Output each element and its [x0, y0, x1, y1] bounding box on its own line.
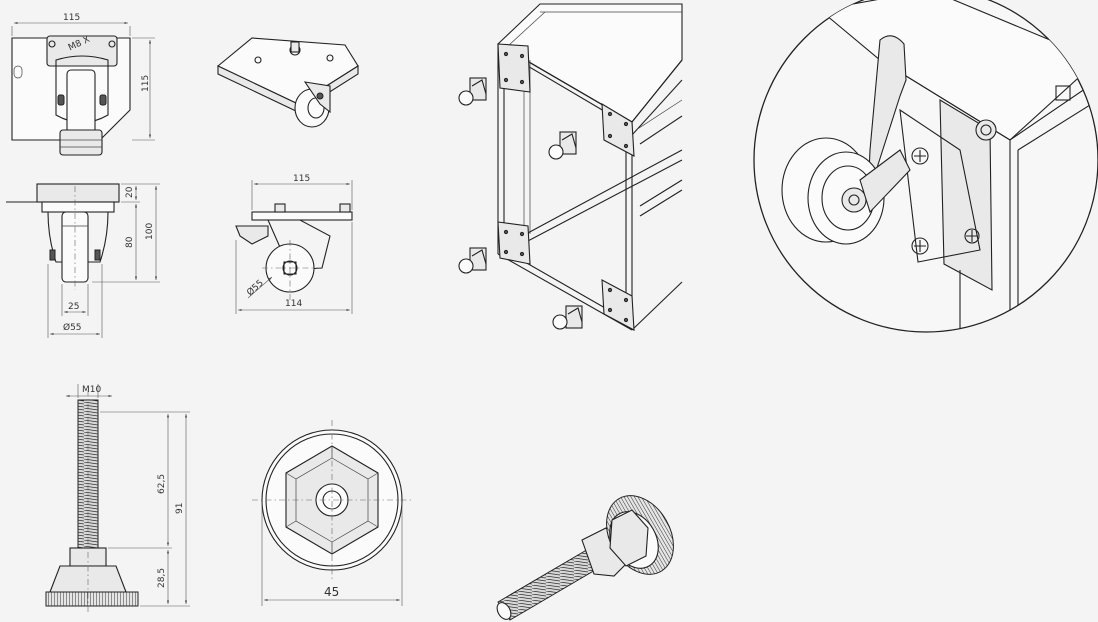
- exploded-caster-4: [552, 305, 583, 330]
- caster-side-view: 115 Ø55 114: [235, 174, 353, 314]
- caster-top-view: M8 X 115 115: [11, 13, 155, 156]
- leveling-foot-side-view: M10 62,5 28,5 91: [45, 384, 190, 612]
- dim-top-width: 115: [63, 13, 80, 23]
- dim-wheel-width: 25: [68, 302, 79, 312]
- exploded-caster-1: [458, 77, 487, 106]
- dim-top-height: 115: [141, 75, 151, 92]
- dim-side-plate-width: 115: [293, 174, 310, 184]
- exploded-caster-2: [548, 131, 577, 160]
- dim-front-height: 100: [145, 223, 155, 240]
- dim-base-height: 28,5: [157, 568, 167, 588]
- flightcase-frame-iso: [458, 3, 683, 331]
- dim-wheel-height: 80: [125, 236, 135, 248]
- caster-front-view: 20 80 100 25 Ø55: [6, 183, 160, 338]
- dim-side-wheel-diameter: Ø55: [245, 278, 266, 299]
- dim-side-overall-length: 114: [285, 299, 302, 309]
- detail-circle-view: [753, 0, 1098, 333]
- dim-wheel-diameter: Ø55: [63, 322, 82, 333]
- dim-overall-height: 91: [175, 503, 185, 514]
- dim-thread-length: 62,5: [157, 474, 167, 494]
- caster-iso-view: [216, 37, 359, 128]
- dim-base-diameter: 45: [324, 585, 339, 599]
- leveling-foot-bottom-view: 45: [252, 420, 412, 606]
- dim-plate-thickness: 20: [125, 186, 135, 198]
- leveling-foot-iso-view: [496, 495, 674, 621]
- dim-thread: M10: [82, 385, 101, 395]
- exploded-caster-3: [458, 247, 487, 274]
